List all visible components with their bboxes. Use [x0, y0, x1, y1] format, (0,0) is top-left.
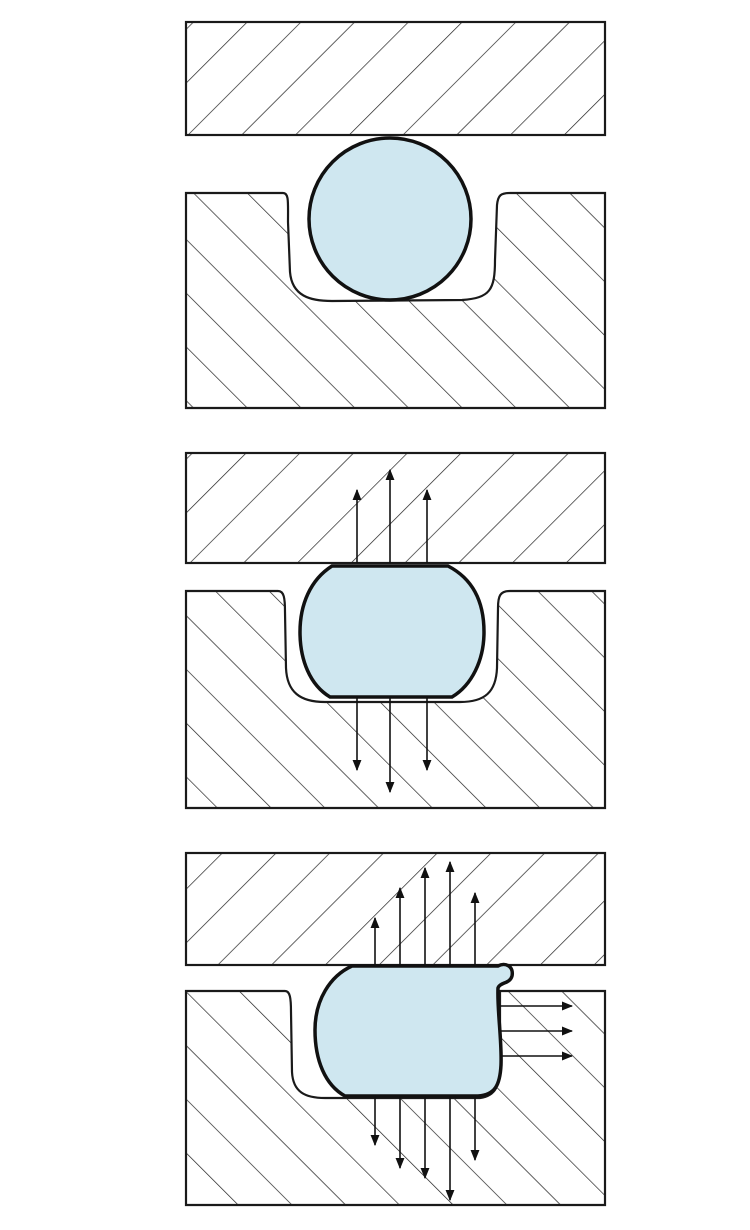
pressure-arrows-up: [370, 860, 480, 965]
pressure-arrows-down: [370, 1097, 480, 1202]
o-ring-seal: [307, 136, 473, 302]
panel-uncompressed: [184, 20, 607, 410]
grooved-block: [184, 191, 607, 410]
pressure-arrows-down: [352, 698, 432, 794]
pressure-arrows-right: [500, 1001, 574, 1061]
top-plate: [184, 451, 607, 565]
pressure-arrows-up: [352, 468, 432, 563]
top-plate: [184, 851, 607, 967]
panel-extruded: [184, 851, 607, 1207]
compressed-seal: [298, 564, 486, 699]
panel-compressed: [184, 451, 607, 810]
extruded-seal: [313, 962, 515, 1098]
grooved-block: [184, 589, 607, 810]
top-plate: [184, 20, 607, 137]
